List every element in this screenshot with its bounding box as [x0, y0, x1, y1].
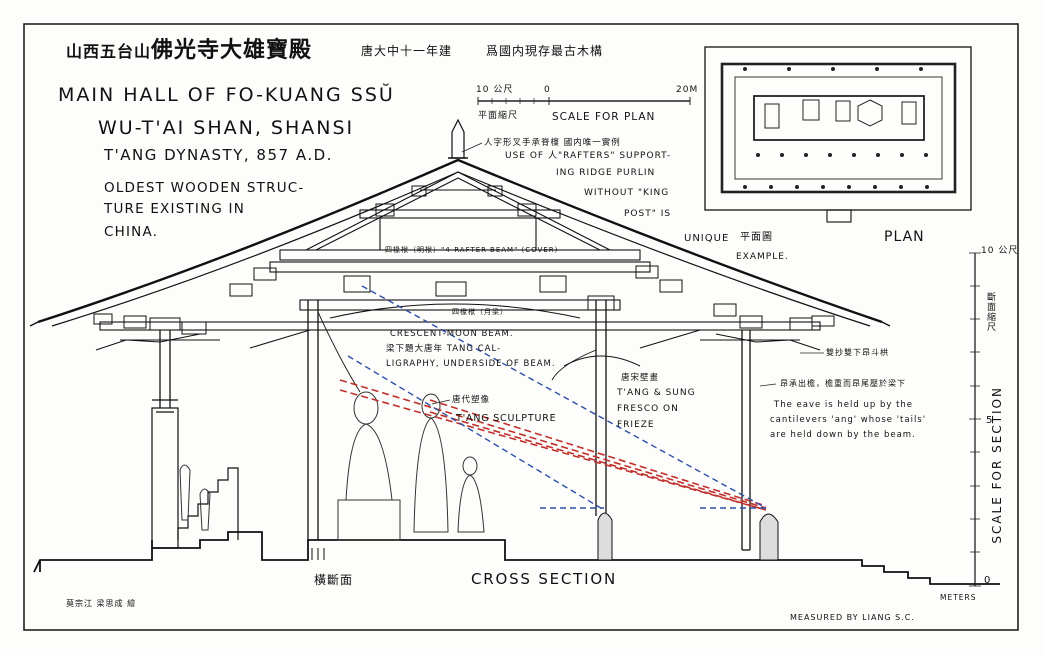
- bracket-label-cn: 雙抄雙下昂斗栱: [826, 348, 889, 357]
- crescent-note-1: CRESCENT-MOON BEAM.: [390, 329, 514, 339]
- cross-section-label: CROSS SECTION: [471, 570, 617, 588]
- truss: [99, 171, 821, 393]
- title-cn-date: 唐大中十一年建: [361, 44, 453, 58]
- section-scale-zero: 0: [984, 575, 992, 586]
- buddha-statues: [179, 391, 485, 541]
- crescent-note-2: 梁下題大唐年 TANG CAL-: [386, 344, 502, 354]
- plan-scale-caption-cn: 平面縮尺: [478, 111, 519, 121]
- leader-lines: [431, 142, 824, 405]
- title-en-line2: WU-T'AI SHAN, SHANSI: [98, 117, 355, 139]
- fresco-note-2: FRESCO ON: [617, 404, 679, 414]
- oldest-note-line2: TURE EXISTING IN: [104, 201, 246, 217]
- eave-note-2: cantilevers 'ang' whose 'tails': [770, 415, 927, 425]
- oldest-note-line1: OLDEST WOODEN STRUC-: [104, 180, 305, 196]
- rafters-note-4: POST" IS: [624, 209, 672, 219]
- measured-by: MEASURED BY LIANG S.C.: [790, 613, 915, 622]
- crescent-note-3: LIGRAPHY, UNDERSIDE OF BEAM.: [386, 359, 556, 369]
- plan-scale-zero: 0: [544, 85, 551, 95]
- rafters-note-3: WITHOUT "KING: [584, 188, 670, 198]
- four-rafter-beam-label: 四椽栿（明栿）"4-RAFTER-BEAM" (COVER): [385, 246, 559, 254]
- plan-scale-right: 20M: [676, 85, 699, 95]
- section-scale-caption-cn: 斷面縮尺: [985, 292, 995, 332]
- floor-plan: [704, 46, 972, 223]
- rafters-note-5: UNIQUE: [684, 233, 730, 244]
- title-en-line3: T'ANG DYNASTY, 857 A.D.: [104, 146, 333, 164]
- left-stairs: [151, 399, 239, 549]
- plan-scale-left: 10 公尺: [476, 85, 514, 95]
- plan-label: PLAN: [884, 229, 925, 245]
- section-scale-units: METERS: [940, 593, 977, 602]
- fresco-label-cn: 唐宋壁畫: [621, 373, 660, 383]
- section-scale-caption: SCALE FOR SECTION: [990, 386, 1004, 544]
- title-cn-big: 佛光寺大雄寶殿: [151, 38, 313, 63]
- rafters-note-2: ING RIDGE PURLIN: [556, 168, 656, 178]
- title-chinese: 山西五台山佛光寺大雄寶殿: [66, 40, 312, 62]
- moon-beam-label-cn: 四椽栿（月梁）: [452, 308, 508, 316]
- eave-note-3: are held down by the beam.: [770, 430, 916, 440]
- title-en-line1: MAIN HALL OF FO-KUANG SSŬ: [58, 84, 395, 106]
- title-cn-small: 山西五台山: [66, 42, 152, 61]
- rafters-note-cn: 人字形叉手承脊檁 國内唯一實例: [484, 138, 621, 148]
- section-scale-top: 10 公尺: [981, 246, 1019, 256]
- eave-note-cn: 昂承出檐，檐重而昂尾壓於梁下: [780, 379, 906, 388]
- sheet-border: [23, 23, 1019, 631]
- bracket-sets: [93, 185, 835, 367]
- plan-scale-caption: SCALE FOR PLAN: [552, 111, 656, 123]
- sculpture-label: T'ANG SCULPTURE: [456, 413, 557, 424]
- fresco-note-3: FRIEZE: [617, 420, 655, 430]
- plan-label-cn: 平面圖: [740, 232, 773, 243]
- columns: [159, 300, 751, 551]
- section-scale-mid: 5: [986, 415, 994, 426]
- cross-section-label-cn: 橫斷面: [314, 573, 354, 587]
- observer-figures: [597, 512, 779, 561]
- rafters-note-1: USE OF 人"RAFTERS" SUPPORT-: [505, 151, 672, 161]
- rafters-note-6: EXAMPLE.: [736, 252, 789, 262]
- section-scale-bar: [969, 252, 981, 587]
- title-cn-note: 爲國内現存最古木構: [486, 44, 604, 58]
- fresco-note-1: T'ANG & SUNG: [617, 388, 696, 398]
- sightlines-blue: [347, 285, 767, 511]
- sightlines-red: [339, 379, 767, 511]
- eave-note-1: The eave is held up by the: [774, 400, 914, 410]
- oldest-note-line3: CHINA.: [104, 224, 159, 240]
- sculpture-label-cn: 唐代塑像: [452, 395, 491, 405]
- drawn-by-cn: 莫宗江 梁思成 繪: [66, 599, 137, 608]
- plan-scale-bar: [477, 97, 691, 105]
- ground-platform: [33, 531, 1000, 585]
